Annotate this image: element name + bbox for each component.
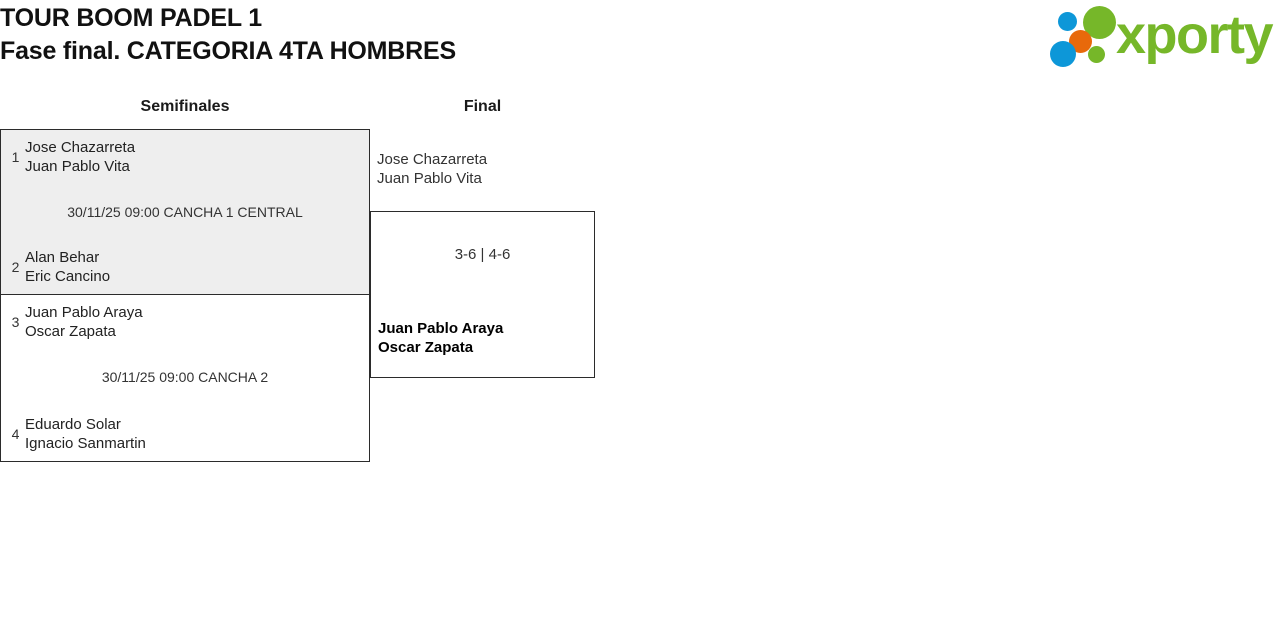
seed-number: 1	[11, 149, 20, 165]
player-name: Juan Pablo Araya	[25, 304, 143, 321]
player-name: Eduardo Solar	[25, 416, 121, 433]
tournament-title-block: TOUR BOOM PADEL 1 Fase final. CATEGORIA …	[0, 2, 900, 68]
seed-number: 4	[11, 426, 20, 442]
team-names: Juan Pablo Araya Oscar Zapata	[25, 303, 143, 341]
tournament-phase-category: Fase final. CATEGORIA 4TA HOMBRES	[0, 37, 456, 65]
team-names: Alan Behar Eric Cancino	[25, 248, 110, 286]
player-name: Juan Pablo Araya	[378, 320, 504, 337]
seed-number: 3	[11, 314, 20, 330]
xporty-wordmark: xporty	[1116, 5, 1274, 65]
match-schedule-info: 30/11/25 09:00 CANCHA 1 CENTRAL	[67, 204, 303, 220]
player-name: Oscar Zapata	[378, 339, 474, 356]
match-final[interactable]: 3-6 | 4-6 Juan Pablo Araya Oscar Zapata	[370, 211, 595, 378]
tournament-name: TOUR BOOM PADEL 1	[0, 4, 262, 32]
team-names: Jose Chazarreta Juan Pablo Vita	[25, 138, 135, 176]
round-header-final: Final	[463, 98, 502, 115]
final-team-bottom-winner[interactable]: Juan Pablo Araya Oscar Zapata	[378, 319, 503, 357]
logo-dot-blue-large	[1050, 41, 1076, 67]
match-team-bottom[interactable]: 2 Alan Behar Eric Cancino	[1, 248, 369, 286]
player-name: Eric Cancino	[25, 268, 111, 285]
player-name: Ignacio Sanmartin	[25, 435, 146, 452]
player-name: Juan Pablo Vita	[25, 158, 130, 175]
xporty-logo[interactable]: xporty	[1044, 4, 1274, 70]
final-score: 3-6 | 4-6	[454, 246, 511, 263]
player-name: Oscar Zapata	[25, 323, 116, 340]
round-header-semifinals: Semifinales	[140, 98, 230, 115]
match-team-top[interactable]: 1 Jose Chazarreta Juan Pablo Vita	[1, 138, 369, 176]
seed-number: 2	[11, 259, 20, 275]
player-name: Alan Behar	[25, 249, 100, 266]
player-name: Jose Chazarreta	[377, 151, 488, 168]
match-semifinal-1[interactable]: 1 Jose Chazarreta Juan Pablo Vita 30/11/…	[0, 129, 370, 295]
player-name: Juan Pablo Vita	[377, 170, 482, 187]
logo-dot-blue-small	[1058, 12, 1077, 31]
logo-dot-orange	[1069, 30, 1092, 53]
match-schedule-info: 30/11/25 09:00 CANCHA 2	[101, 369, 269, 385]
match-semifinal-2[interactable]: 3 Juan Pablo Araya Oscar Zapata 30/11/25…	[0, 295, 370, 462]
logo-dot-green-small	[1088, 46, 1105, 63]
match-team-bottom[interactable]: 4 Eduardo Solar Ignacio Sanmartin	[1, 415, 369, 453]
page-header: TOUR BOOM PADEL 1 Fase final. CATEGORIA …	[0, 0, 1280, 76]
team-names: Eduardo Solar Ignacio Sanmartin	[25, 415, 146, 453]
xporty-dots-icon	[1050, 6, 1122, 68]
player-name: Jose Chazarreta	[25, 139, 136, 156]
final-team-top[interactable]: Jose Chazarreta Juan Pablo Vita	[377, 150, 487, 188]
match-team-top[interactable]: 3 Juan Pablo Araya Oscar Zapata	[1, 303, 369, 341]
